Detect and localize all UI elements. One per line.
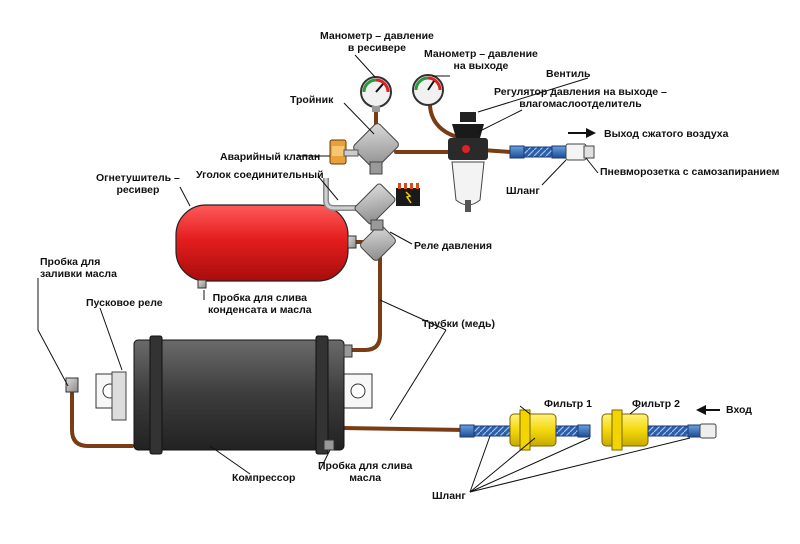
label-quick-coupler: Пневморозетка с самозапиранием (600, 166, 780, 178)
label-hose-top: Шланг (506, 185, 540, 197)
leader-lines (37, 54, 691, 493)
label-input: Вход (726, 404, 752, 416)
label-regulator: Регулятор давления на выходе –влагомасло… (494, 86, 667, 110)
label-tubes: Трубки (медь) (422, 318, 495, 330)
output-hose (509, 143, 595, 161)
compressor-body (65, 335, 373, 455)
label-valve: Вентиль (546, 68, 591, 80)
gauge-receiver (360, 76, 392, 112)
label-filter1: Фильтр 1 (544, 398, 592, 410)
label-pressure-switch: Реле давления (414, 240, 492, 252)
label-receiver: Огнетушитель –ресивер (96, 172, 180, 196)
label-filter2: Фильтр 2 (632, 398, 680, 410)
regulator (448, 112, 488, 212)
label-emergency-valve: Аварийный клапан (220, 151, 321, 163)
gauge-output (412, 74, 444, 106)
fittings (323, 123, 399, 261)
label-hose-bottom: Шланг (432, 490, 466, 502)
output-arrow (568, 128, 596, 138)
label-tee: Тройник (290, 94, 334, 106)
emergency-valve (329, 139, 359, 165)
label-compressor: Компрессор (232, 472, 296, 484)
input-hose (459, 409, 717, 451)
label-corner-fitting: Уголок соединительный (196, 169, 324, 181)
pressure-switch (396, 183, 420, 206)
label-output-air: Выход сжатого воздуха (604, 128, 729, 140)
label-start-relay: Пусковое реле (86, 297, 163, 309)
receiver-tank (175, 204, 357, 289)
input-arrow (696, 405, 720, 415)
